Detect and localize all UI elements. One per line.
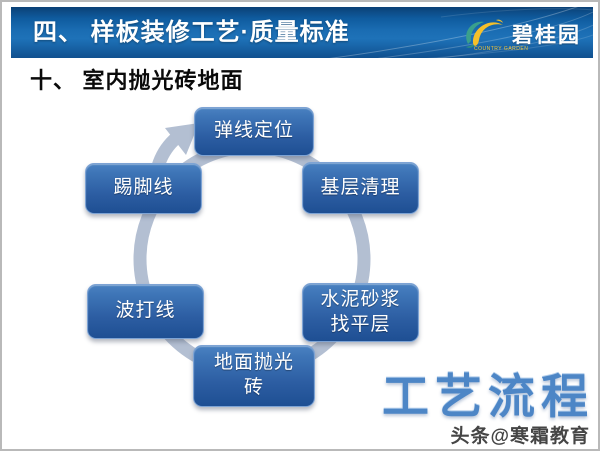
section-subtitle: 十、 室内抛光砖地面 — [30, 68, 244, 93]
flow-step-tijiaoxian: 踢脚线 — [85, 163, 202, 214]
phoenix-swirl-icon — [466, 19, 503, 48]
logo-name: 碧桂园 — [512, 23, 581, 47]
flow-step-shuini-shajiang: 水泥砂浆 找平层 — [302, 283, 419, 342]
flow-step-dimian-paoguangzhuan: 地面抛光 砖 — [193, 345, 315, 407]
watermark: 头条@寒霜教育 — [450, 426, 590, 447]
flow-step-bodaxian: 波打线 — [87, 284, 204, 339]
company-logo: COUNTRY GARDEN 碧桂园 — [460, 14, 581, 54]
logo-subtext: COUNTRY GARDEN — [474, 46, 529, 52]
flow-step-tanxian-dingwei: 弹线定位 — [194, 107, 314, 156]
header-bar: 四、 样板装修工艺·质量标准 COUNTRY GARDEN 碧桂园 — [11, 7, 593, 58]
flow-step-jiceng-qingli: 基层清理 — [302, 162, 419, 214]
page-title: 四、 样板装修工艺·质量标准 — [33, 19, 350, 46]
flow-caption: 工艺流程 — [382, 372, 594, 424]
